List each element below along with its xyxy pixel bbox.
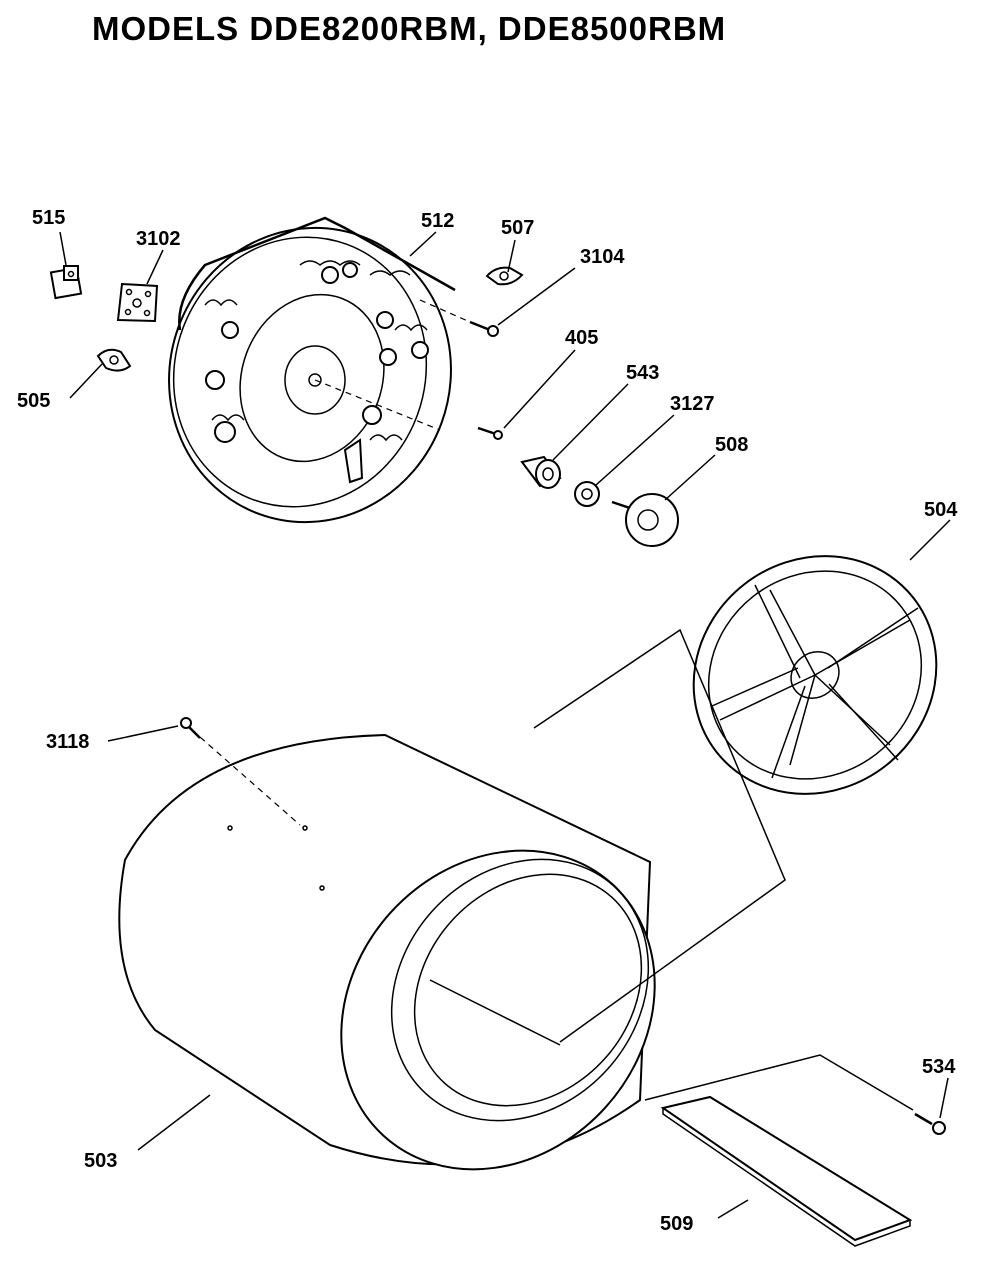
- part-3104-screw: [469, 320, 499, 337]
- part-3127-washer: [574, 481, 600, 507]
- callout-508: 508: [715, 434, 748, 456]
- part-503-drum: [118, 733, 656, 1171]
- callout-3104: 3104: [580, 246, 625, 268]
- callout-labels: 515 3102 512 507 3104 505 405 543 3127 5…: [17, 207, 958, 1235]
- part-3118-screw: [180, 717, 201, 739]
- diagram-title: MODELS DDE8200RBM, DDE8500RBM: [92, 10, 727, 47]
- part-504-drum-panel: [692, 555, 938, 795]
- callout-3118: 3118: [46, 731, 89, 753]
- callout-504: 504: [924, 499, 958, 521]
- callout-3127: 3127: [670, 393, 715, 415]
- rear-bulkhead-part-512: [168, 216, 456, 524]
- assembly-guide-lines: [191, 299, 914, 1111]
- callout-515: 515: [32, 207, 65, 229]
- part-505-bracket: [96, 348, 132, 372]
- part-508-roller: [611, 493, 679, 547]
- callout-503: 503: [84, 1150, 117, 1172]
- part-515-clip: [49, 265, 83, 300]
- callout-405: 405: [565, 327, 598, 349]
- part-405-screw: [477, 426, 503, 440]
- part-507-bracket: [485, 266, 524, 286]
- leader-lines: [59, 231, 951, 1219]
- callout-505: 505: [17, 390, 50, 412]
- callout-512: 512: [421, 210, 454, 232]
- part-509-baffle: [660, 1095, 913, 1247]
- callout-534: 534: [922, 1056, 956, 1078]
- callout-3102: 3102: [136, 228, 181, 250]
- part-543-bearing: [520, 455, 562, 489]
- callout-507: 507: [501, 217, 534, 239]
- callout-543: 543: [626, 362, 659, 384]
- callout-509: 509: [660, 1213, 693, 1235]
- part-3102-plate: [116, 282, 159, 323]
- part-534-screw: [914, 1112, 946, 1135]
